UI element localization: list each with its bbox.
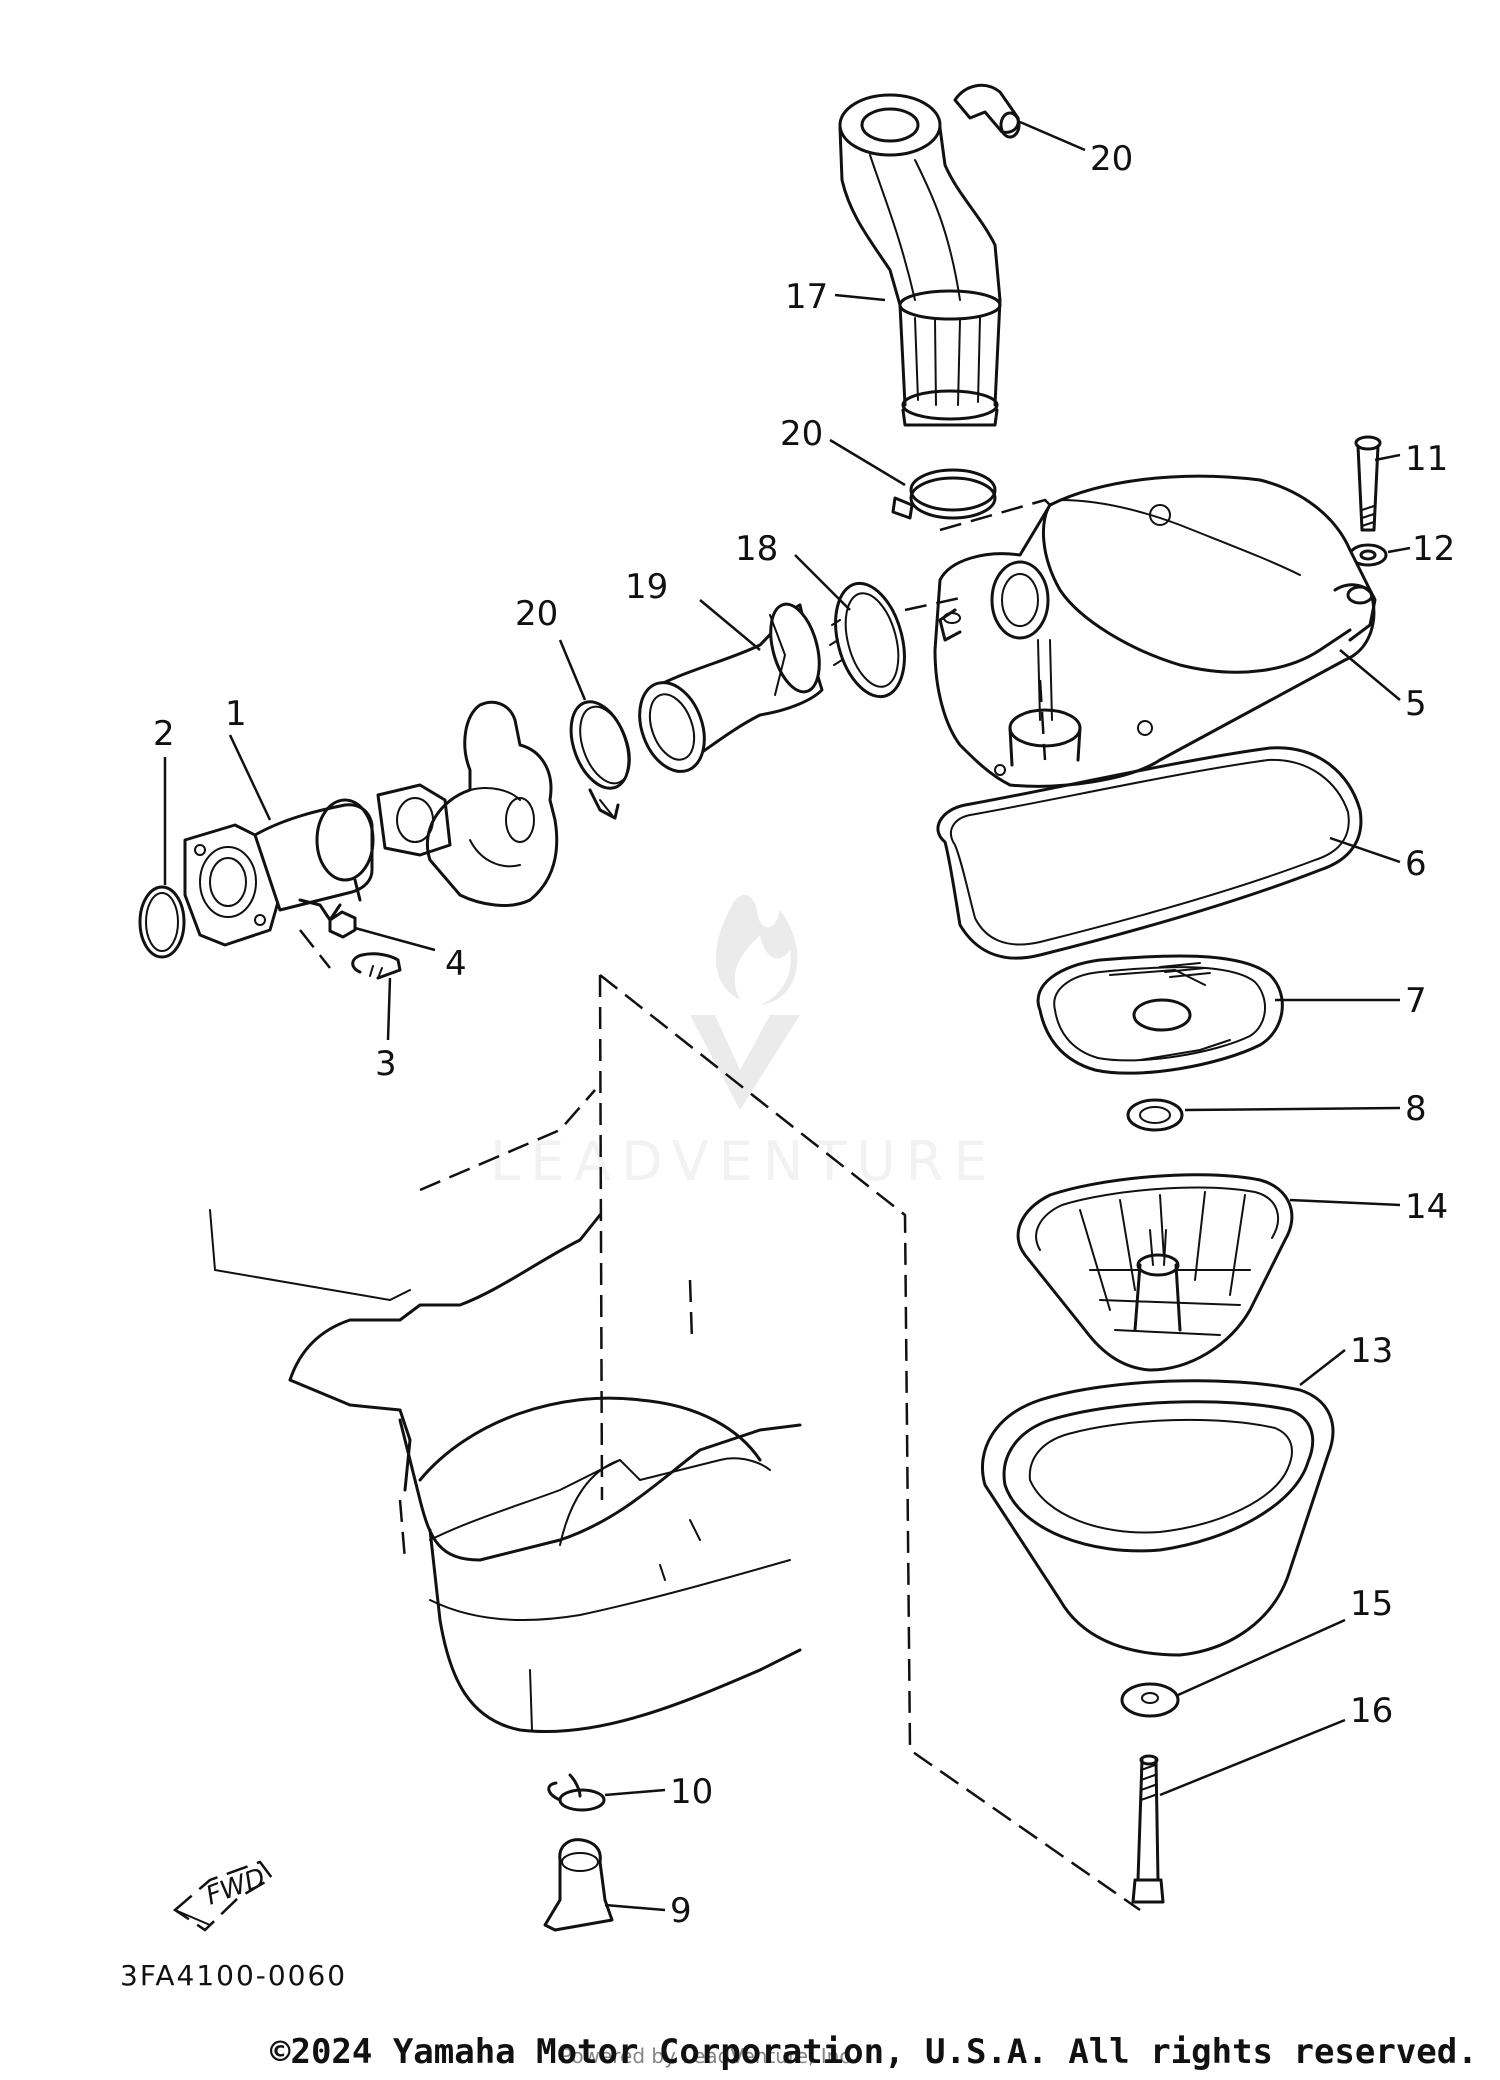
callout-2: 2: [153, 714, 175, 754]
powered-by: Powered by LeadVenture, Inc.: [560, 2044, 857, 2068]
part-2-o-ring: [138, 885, 186, 959]
frame: [209, 1089, 802, 1734]
part-6-gasket: [936, 746, 1363, 960]
leader-lines: [163, 120, 1411, 1912]
part-9-drain: [543, 1838, 614, 1932]
callout-3: 3: [375, 1044, 397, 1084]
part-20-clamp-upper: [891, 468, 997, 520]
part-20-clamp-middle: [569, 700, 631, 820]
part-13-filter-element: [980, 1379, 1335, 1657]
drawing-code: 3FA4100-0060: [120, 1959, 347, 1992]
part-1-manifold: [183, 798, 375, 947]
callout-21: 20: [1090, 139, 1133, 179]
part-17-duct: [838, 93, 1002, 427]
watermark-text: LEADVENTURE: [490, 1130, 997, 1193]
v-logo-icon: [690, 1015, 800, 1110]
callout-19: 19: [625, 567, 668, 607]
assembly-lines: [299, 498, 1141, 1912]
callout-12: 12: [1412, 529, 1455, 569]
callout-1: 1: [225, 694, 247, 734]
part-19-joint: [638, 602, 824, 773]
callout-20-upper: 20: [780, 414, 823, 454]
callout-11: 11: [1405, 439, 1448, 479]
callout-4: 4: [445, 944, 467, 984]
callout-20-middle: 20: [515, 594, 558, 634]
callout-6: 6: [1405, 844, 1427, 884]
part-7-element-top: [1036, 954, 1284, 1075]
flame-logo-icon: [715, 895, 798, 1005]
callouts: 20 17 20 11 12 5 6 7 8 14 13 15 16 18 19…: [153, 139, 1455, 1931]
carburetor: [376, 700, 559, 907]
part-18-ring: [829, 581, 906, 699]
callout-8: 8: [1405, 1089, 1427, 1129]
callout-16: 16: [1350, 1691, 1393, 1731]
part-16-bolt: [1131, 1754, 1165, 1904]
part-11-bolt: [1354, 435, 1382, 532]
callout-17: 17: [785, 277, 828, 317]
callout-14: 14: [1405, 1187, 1448, 1227]
copyright: ©2024 Yamaha Motor Corporation, U.S.A. A…: [270, 2032, 1478, 2072]
part-4-nut: [328, 910, 357, 939]
part-10-clip: [547, 1773, 606, 1812]
part-5-air-box-case: [933, 474, 1377, 788]
part-3-bolt: [351, 952, 402, 980]
part-15-washer: [1120, 1682, 1180, 1718]
fwd-arrow-icon: FWD: [172, 1860, 274, 1932]
callout-7: 7: [1405, 981, 1427, 1021]
callout-9: 9: [670, 1891, 692, 1931]
callout-18: 18: [735, 529, 778, 569]
callout-15: 15: [1350, 1584, 1393, 1624]
callout-13: 13: [1350, 1331, 1393, 1371]
callout-10: 10: [670, 1772, 713, 1812]
part-8-ring: [1126, 1098, 1184, 1132]
part-14-element-cage: [1016, 1173, 1294, 1372]
watermark: LEADVENTURE: [490, 895, 997, 1193]
callout-5: 5: [1405, 684, 1427, 724]
part-21-elbow: [953, 83, 1021, 139]
